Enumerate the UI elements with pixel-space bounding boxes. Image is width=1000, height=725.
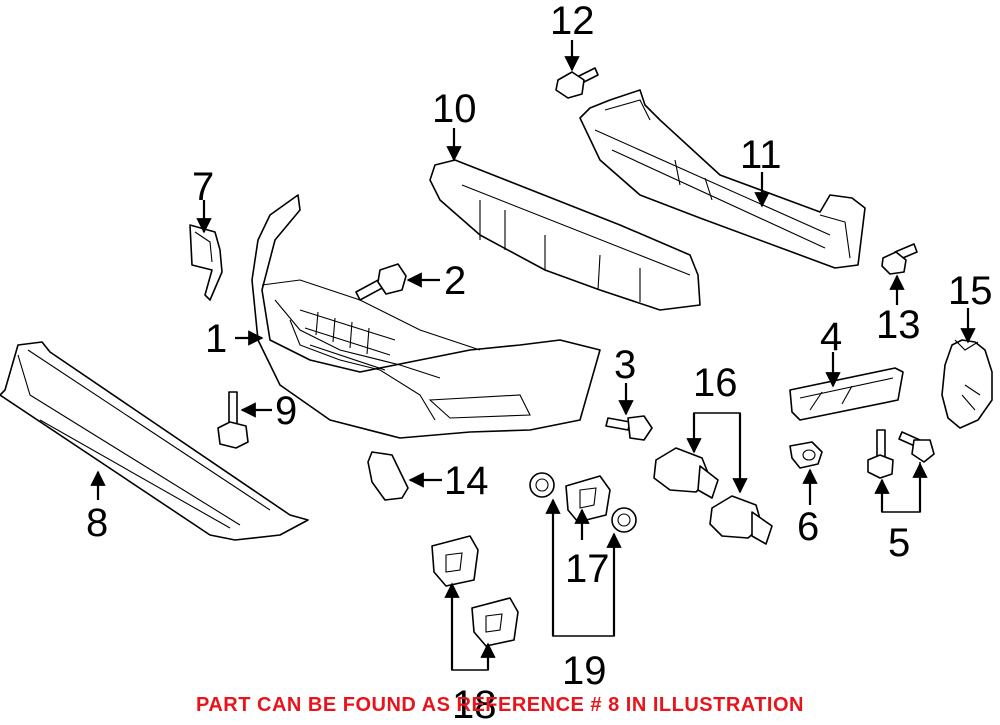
part-6-clip-nut [789,441,823,469]
reference-note: PART CAN BE FOUND AS REFERENCE # 8 IN IL… [196,694,804,716]
part-18-sensor-brackets [431,535,519,647]
callout-16: 16 [693,361,738,405]
callout-8: 8 [86,501,108,545]
callout-11: 11 [740,133,782,177]
part-5-bolts [867,429,935,479]
callout-12: 12 [550,0,595,43]
part-10-energy-absorber [429,159,701,311]
part-8-lower-grille [0,341,309,541]
callout-3: 3 [614,343,636,387]
callout-5: 5 [888,521,910,565]
callout-14: 14 [444,459,489,503]
callout-2: 2 [444,259,466,303]
part-4-bracket [789,367,904,421]
callout-10: 10 [432,87,477,131]
part-17-sensor-bracket [565,475,611,523]
part-15-hardware-bag [941,339,993,429]
callout-18: 18 [452,683,497,725]
callout-6: 6 [797,505,819,549]
callout-1: 1 [205,317,227,361]
part-11-impact-bar [579,89,866,269]
callout-17: 17 [565,547,610,591]
callout-19: 19 [562,649,607,693]
part-1-bumper-cover [251,194,601,439]
part-3-bolt [605,415,653,441]
part-2-bolt [355,263,407,301]
callout-4: 4 [820,315,842,359]
part-7-side-bracket [189,224,223,301]
part-14-tow-hook-cover [367,451,409,501]
callout-numbers: 1 2 3 4 5 6 7 8 9 10 11 12 13 14 15 16 1… [86,0,993,725]
leader-lines [90,40,976,671]
callout-7: 7 [192,165,214,209]
callout-13: 13 [876,303,921,347]
part-12-bolt [555,67,599,99]
callout-9: 9 [275,389,297,433]
part-9-bolt [217,391,249,449]
part-16-park-sensors [653,447,773,545]
part-19-sensor-rings [529,472,637,533]
part-13-bolt [881,243,918,275]
callout-15: 15 [948,269,993,313]
